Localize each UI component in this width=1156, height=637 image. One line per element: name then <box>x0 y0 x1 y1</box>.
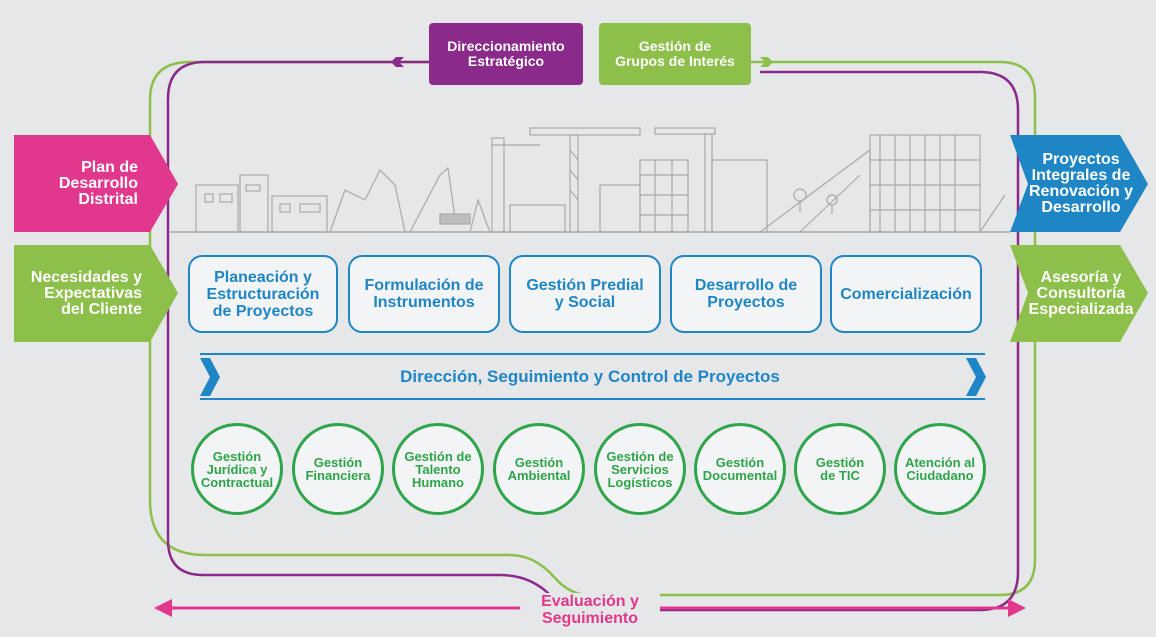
support-logisticos: Gestión de Servicios Logísticos <box>594 423 686 515</box>
support-ciudadano-line-1: Atención al <box>904 455 976 470</box>
support-juridica-line-2: Jurídica y <box>206 461 268 477</box>
process-planeacion-line-3: de Proyectos <box>212 302 314 320</box>
necesidades-input-arrow <box>14 245 178 342</box>
process-gestion-predial-line-2: y Social <box>554 294 616 311</box>
support-documental-line-1: Gestión <box>715 455 765 470</box>
asesoria-line-2: Consultoría <box>1036 284 1126 302</box>
evaluation-label: Evaluación y Seguimiento <box>520 593 660 627</box>
proyectos-line-3: Renovación y <box>1028 182 1134 200</box>
support-juridica: Gestión Jurídica y Contractual <box>191 423 283 515</box>
process-gestion-predial: Gestión Predial y Social <box>509 255 661 333</box>
process-desarrollo-line-2: Proyectos <box>707 294 785 311</box>
process-comercializacion-line-1: Comercialización <box>840 285 972 303</box>
direction-bar-label: Dirección, Seguimiento y Control de Proy… <box>400 367 780 386</box>
plan-input-arrow <box>14 135 178 232</box>
process-formulacion-line-2: Instrumentos <box>373 294 475 311</box>
asesoria-output-arrow <box>1010 245 1148 342</box>
direction-bar-left-chevron <box>200 358 220 396</box>
purple-loop-line <box>166 60 1020 612</box>
plan-label: Plan de Desarrollo Distrital <box>14 135 138 232</box>
support-tic-line-1: Gestión <box>815 455 865 470</box>
support-logisticos-line-2: Servicios <box>611 461 669 477</box>
support-ambiental-line-2: Ambiental <box>507 468 571 483</box>
necesidades-line-1: Necesidades y <box>30 268 142 286</box>
evaluation-arrow <box>154 599 1026 617</box>
evaluation-line-1: Evaluación y <box>541 593 639 610</box>
process-comercializacion: Comercialización <box>830 255 982 333</box>
plan-line-3: Distrital <box>78 190 138 208</box>
support-financiera: Gestión Financiera <box>292 423 384 515</box>
proyectos-label: Proyectos Integrales de Renovación y Des… <box>1026 135 1136 232</box>
green-connector-arrow <box>760 57 773 67</box>
direction-bar-frame <box>200 353 985 400</box>
support-financiera-line-2: Financiera <box>305 468 371 483</box>
proyectos-line-4: Desarrollo <box>1041 198 1121 216</box>
support-talento-line-2: Talento <box>415 461 461 477</box>
purple-connector-arrow <box>391 57 404 67</box>
gestion-grupos-line-2: Grupos de Interés <box>615 53 735 69</box>
necesidades-line-2: Expectativas <box>44 284 142 302</box>
support-logisticos-line-3: Logísticos <box>607 474 673 490</box>
process-planeacion: Planeación y Estructuración de Proyectos <box>188 255 338 333</box>
support-documental-line-2: Documental <box>702 468 778 483</box>
direction-bar-right-chevron <box>966 358 986 396</box>
gestion-grupos-line-1: Gestión de <box>638 38 712 54</box>
asesoria-line-1: Asesoría y <box>1040 268 1122 286</box>
plan-line-2: Desarrollo <box>58 174 138 192</box>
support-ciudadano: Atención al Ciudadano <box>894 423 986 515</box>
process-desarrollo-line-1: Desarrollo de <box>694 277 798 294</box>
proyectos-line-1: Proyectos <box>1042 150 1120 168</box>
process-planeacion-line-2: Estructuración <box>206 285 320 303</box>
support-talento-line-1: Gestión de <box>404 448 472 464</box>
support-documental: Gestión Documental <box>694 423 786 515</box>
support-tic: Gestión de TIC <box>794 423 886 515</box>
necesidades-label: Necesidades y Expectativas del Cliente <box>14 245 142 342</box>
support-logisticos-line-1: Gestión de <box>606 448 674 464</box>
support-ambiental-line-1: Gestión <box>514 455 564 470</box>
skyline-illustration <box>170 127 1010 233</box>
direccionamiento-line-1: Direccionamiento <box>447 38 565 54</box>
support-financiera-line-1: Gestión <box>313 455 363 470</box>
support-juridica-line-1: Gestión <box>212 448 262 464</box>
support-ciudadano-line-2: Ciudadano <box>906 468 974 483</box>
support-juridica-line-3: Contractual <box>200 474 274 490</box>
process-planeacion-line-1: Planeación y <box>214 268 312 286</box>
direccionamiento-line-2: Estratégico <box>467 53 545 69</box>
proyectos-line-2: Integrales de <box>1031 166 1131 184</box>
process-formulacion: Formulación de Instrumentos <box>348 255 500 333</box>
support-talento-line-3: Humano <box>412 474 464 490</box>
process-formulacion-line-1: Formulación de <box>364 277 484 294</box>
asesoria-label: Asesoría y Consultoría Especializada <box>1026 245 1136 342</box>
support-ambiental: Gestión Ambiental <box>493 423 585 515</box>
asesoria-line-3: Especializada <box>1028 300 1134 318</box>
plan-line-1: Plan de <box>81 158 138 176</box>
gestion-grupos-box: Gestión de Grupos de Interés <box>599 23 751 85</box>
support-talento: Gestión de Talento Humano <box>392 423 484 515</box>
evaluation-line-2: Seguimiento <box>541 610 638 627</box>
necesidades-line-3: del Cliente <box>61 300 142 318</box>
support-tic-line-2: de TIC <box>820 468 860 483</box>
proyectos-output-arrow <box>1010 135 1148 232</box>
process-gestion-predial-line-1: Gestión Predial <box>526 277 644 294</box>
direccionamiento-box: Direccionamiento Estratégico <box>429 23 583 85</box>
process-desarrollo: Desarrollo de Proyectos <box>670 255 822 333</box>
